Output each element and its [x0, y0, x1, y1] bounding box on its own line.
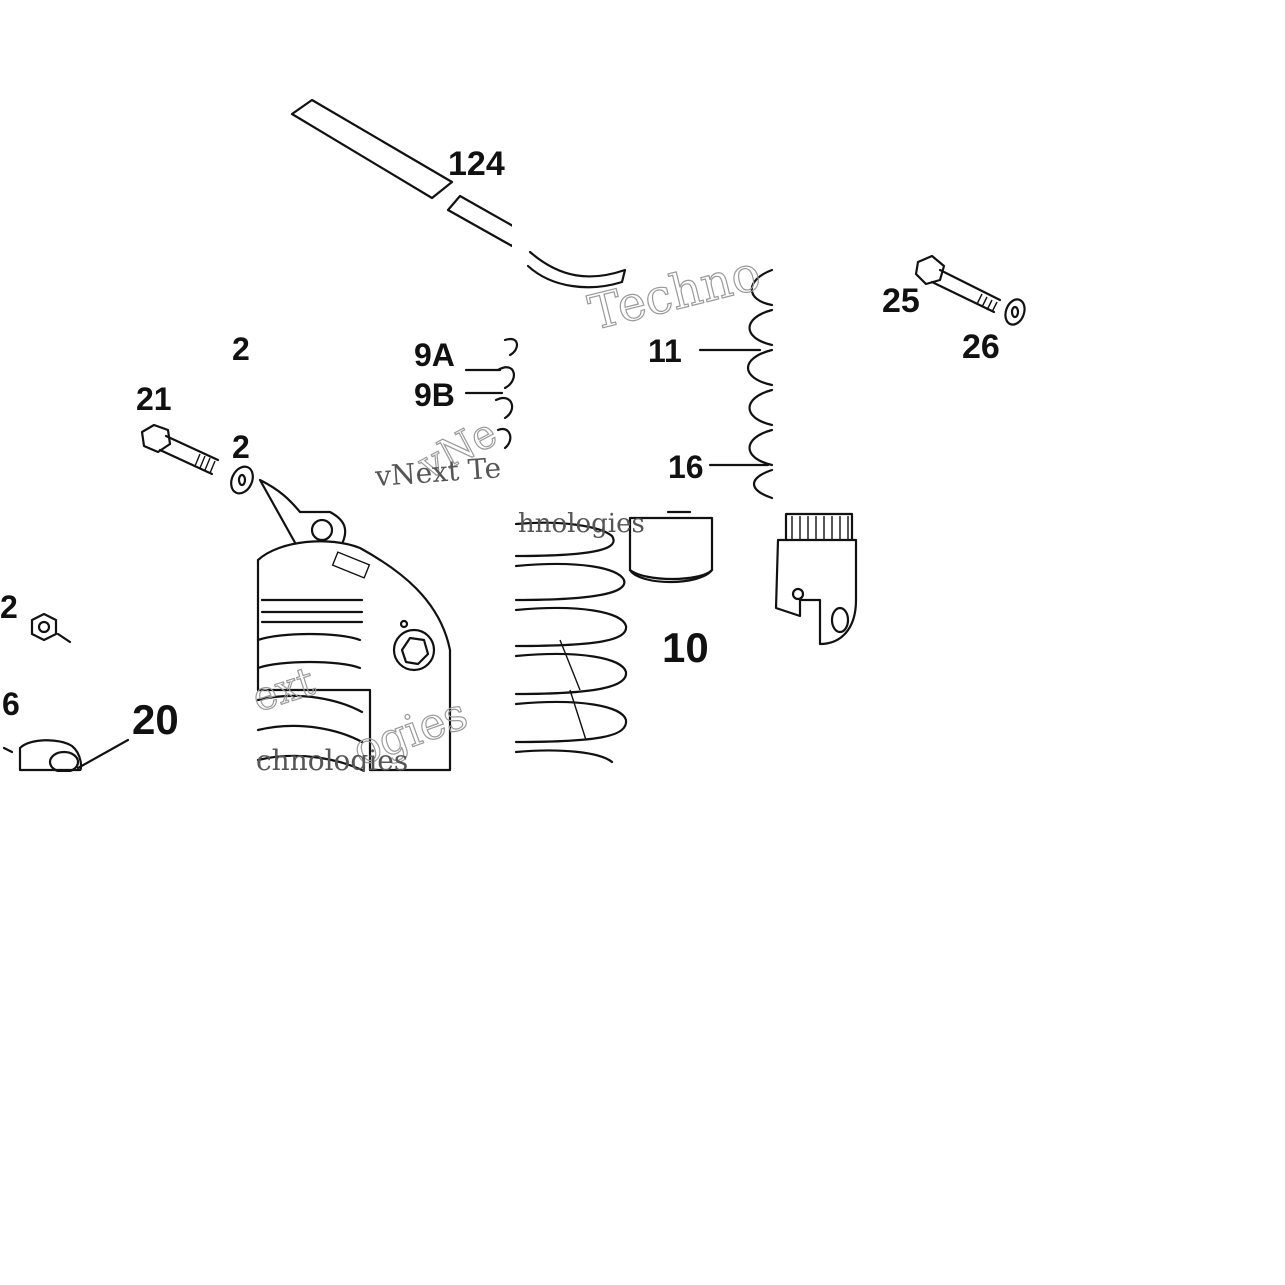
watermark-text: hnologies — [518, 509, 645, 539]
part-label-124: 124 — [448, 145, 505, 183]
part-labels: 124 2 9A 9B 11 16 25 26 21 2 2 6 20 10 — [0, 145, 1000, 743]
part-label-9a: 9A — [414, 337, 455, 373]
washer-26 — [1004, 298, 1026, 326]
part-label-26: 26 — [962, 328, 1000, 366]
lower-clevis — [774, 512, 858, 646]
part-label-9b: 9B — [414, 377, 455, 413]
part-label-10: 10 — [662, 624, 709, 671]
part-label-2: 2 — [232, 429, 250, 465]
watermark-text: Techno — [583, 245, 766, 342]
washer-2 — [230, 465, 254, 495]
bolt-25 — [914, 254, 1002, 314]
watermark-text: vNext Te — [373, 451, 502, 493]
mask-block — [0, 772, 1285, 1285]
leader-lines — [76, 348, 770, 770]
part-label-2: 2 — [232, 331, 250, 367]
bolt-21 — [140, 423, 220, 476]
reservoir-canister — [628, 510, 714, 584]
part-label-20: 20 — [132, 696, 179, 743]
strap-part — [290, 98, 627, 289]
upper-coil-spring — [494, 268, 774, 500]
watermark-text: chnologies — [256, 744, 408, 777]
left-shock-absorber — [256, 478, 452, 772]
part-label-11: 11 — [648, 333, 682, 369]
part-label-25: 25 — [882, 282, 920, 320]
part-label-6: 6 — [2, 686, 20, 722]
mask-block — [512, 180, 524, 260]
bushing-part — [2, 739, 83, 774]
part-label-2: 2 — [0, 589, 18, 625]
main-spring — [514, 521, 628, 764]
part-label-21: 21 — [136, 381, 172, 417]
part-label-16: 16 — [668, 449, 704, 485]
nut-part — [30, 612, 72, 644]
